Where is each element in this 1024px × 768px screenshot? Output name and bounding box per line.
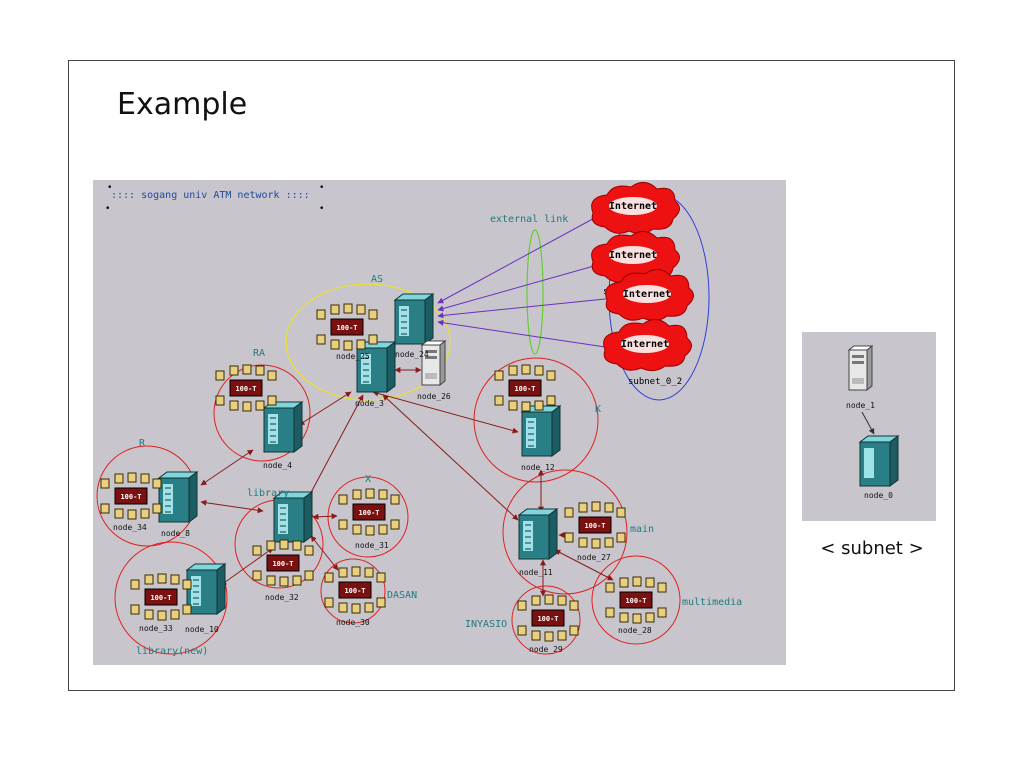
label-node-34: node_34	[113, 523, 147, 532]
internet-cloud-2[interactable]: Internet	[605, 269, 694, 322]
network-title-box: • • • • :::: sogang univ ATM network :::…	[105, 183, 324, 214]
node-1-server[interactable]	[847, 344, 874, 392]
network-title: :::: sogang univ ATM network ::::	[111, 190, 310, 201]
label-library: library	[247, 488, 289, 499]
svg-text:•: •	[107, 183, 112, 193]
internet-text-3: Internet	[621, 339, 669, 350]
label-x: X	[365, 474, 371, 485]
svg-text:100-T: 100-T	[358, 509, 379, 517]
hub-as[interactable]: 100-T	[316, 303, 378, 351]
slide-title: Example	[117, 87, 248, 122]
hub-multimedia[interactable]: 100-T	[605, 576, 667, 624]
svg-text:100-T: 100-T	[344, 587, 365, 595]
svg-text:100-T: 100-T	[514, 385, 535, 393]
subnet-caption: < subnet >	[820, 538, 924, 559]
svg-text:•: •	[319, 204, 324, 214]
label-r: R	[139, 438, 146, 449]
label-node-33: node_33	[139, 624, 173, 633]
label-node-32: node_32	[265, 593, 299, 602]
subnet-diagram: node_1 node_0	[802, 332, 936, 521]
label-inyasio: INYASIO	[465, 619, 507, 630]
node-4-switch[interactable]	[263, 401, 303, 453]
label-node-4: node_4	[263, 461, 292, 470]
cloud-label-3: subnet_0_2	[628, 377, 682, 387]
hub-inyasio[interactable]: 100-T	[517, 594, 579, 642]
inyasio-region	[511, 585, 581, 655]
hub-ra[interactable]: 100-T	[215, 364, 277, 412]
node-26-server[interactable]	[421, 340, 446, 386]
node-8-switch[interactable]	[158, 471, 198, 523]
label-multimedia: multimedia	[682, 597, 742, 608]
label-main: main	[630, 524, 654, 535]
internet-cloud-3[interactable]: Internet	[603, 319, 692, 372]
label-k: K	[595, 404, 601, 415]
hub-library[interactable]: 100-T	[252, 539, 314, 587]
svg-text:100-T: 100-T	[625, 597, 646, 605]
label-node-31: node_31	[355, 541, 389, 550]
label-node-8: node_8	[161, 529, 190, 538]
label-node-12: node_12	[521, 463, 555, 472]
label-node-28: node_28	[618, 626, 652, 635]
svg-text:100-T: 100-T	[584, 522, 605, 530]
label-ra: RA	[253, 348, 265, 359]
hub-r[interactable]: 100-T	[100, 472, 162, 520]
main-region	[502, 469, 628, 595]
label-node-26: node_26	[417, 392, 451, 401]
svg-text:100-T: 100-T	[150, 594, 171, 602]
label-node-1: node_1	[846, 401, 875, 410]
label-node-27: node_27	[577, 553, 611, 562]
label-node-30: node_30	[336, 618, 370, 627]
label-as: AS	[371, 274, 383, 285]
node-12-switch[interactable]	[521, 405, 561, 457]
network-diagram: Internet subnet_0 Internet subnet_0_0 In…	[93, 180, 786, 665]
external-link-label: external link	[490, 214, 568, 225]
label-node-11: node_11	[519, 568, 553, 577]
internet-text-0: Internet	[609, 201, 657, 212]
label-node-0: node_0	[864, 491, 893, 500]
svg-text:100-T: 100-T	[120, 493, 141, 501]
node-10-switch[interactable]	[186, 563, 226, 615]
label-node-24: node_24	[395, 350, 429, 359]
internet-cloud-0[interactable]: Internet	[591, 182, 680, 235]
label-node-29: node_29	[529, 645, 563, 654]
svg-text:100-T: 100-T	[272, 560, 293, 568]
svg-text:100-T: 100-T	[336, 324, 357, 332]
svg-text:100-T: 100-T	[537, 615, 558, 623]
label-library-new: library(new)	[136, 646, 208, 657]
node-0-switch[interactable]	[858, 435, 900, 487]
hub-k[interactable]: 100-T	[494, 364, 556, 412]
svg-text:•: •	[319, 183, 324, 193]
node-32-switch[interactable]	[273, 491, 313, 543]
internet-text-1: Internet	[609, 250, 657, 261]
hub-library-new[interactable]: 100-T	[130, 573, 192, 621]
hub-x[interactable]: 100-T	[338, 488, 400, 536]
label-dasan: DASAN	[387, 590, 417, 601]
hub-main[interactable]: 100-T	[564, 501, 626, 549]
node-11-switch[interactable]	[518, 508, 558, 560]
node-24-switch[interactable]	[394, 293, 434, 345]
svg-text:100-T: 100-T	[235, 385, 256, 393]
internet-text-2: Internet	[623, 289, 671, 300]
library-new-region	[114, 541, 228, 655]
dasan-region	[320, 558, 386, 624]
label-node-3: node_3	[355, 399, 384, 408]
svg-text:•: •	[105, 204, 110, 214]
label-node-10: node_10	[185, 625, 219, 634]
multimedia-region	[591, 555, 681, 645]
hub-dasan[interactable]: 100-T	[324, 566, 386, 614]
label-node-25: node_25	[336, 352, 370, 361]
